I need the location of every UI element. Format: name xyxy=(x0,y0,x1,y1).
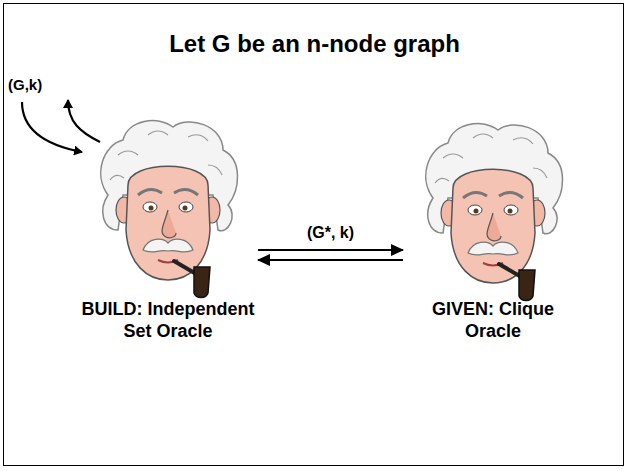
message-arrow xyxy=(258,249,403,251)
input-label: (G,k) xyxy=(8,76,42,93)
oracle-figure: GIVEN: Clique Oracle xyxy=(405,110,581,370)
slide-title: Let G be an n-node graph xyxy=(0,30,629,58)
oracle-caption: GIVEN: Clique Oracle xyxy=(405,298,581,342)
oracle-figure: BUILD: Independent Set Oracle xyxy=(80,110,256,370)
message-arrow xyxy=(258,259,403,261)
arrow-label: (G*, k) xyxy=(304,224,357,242)
oracle-caption: BUILD: Independent Set Oracle xyxy=(80,298,256,342)
